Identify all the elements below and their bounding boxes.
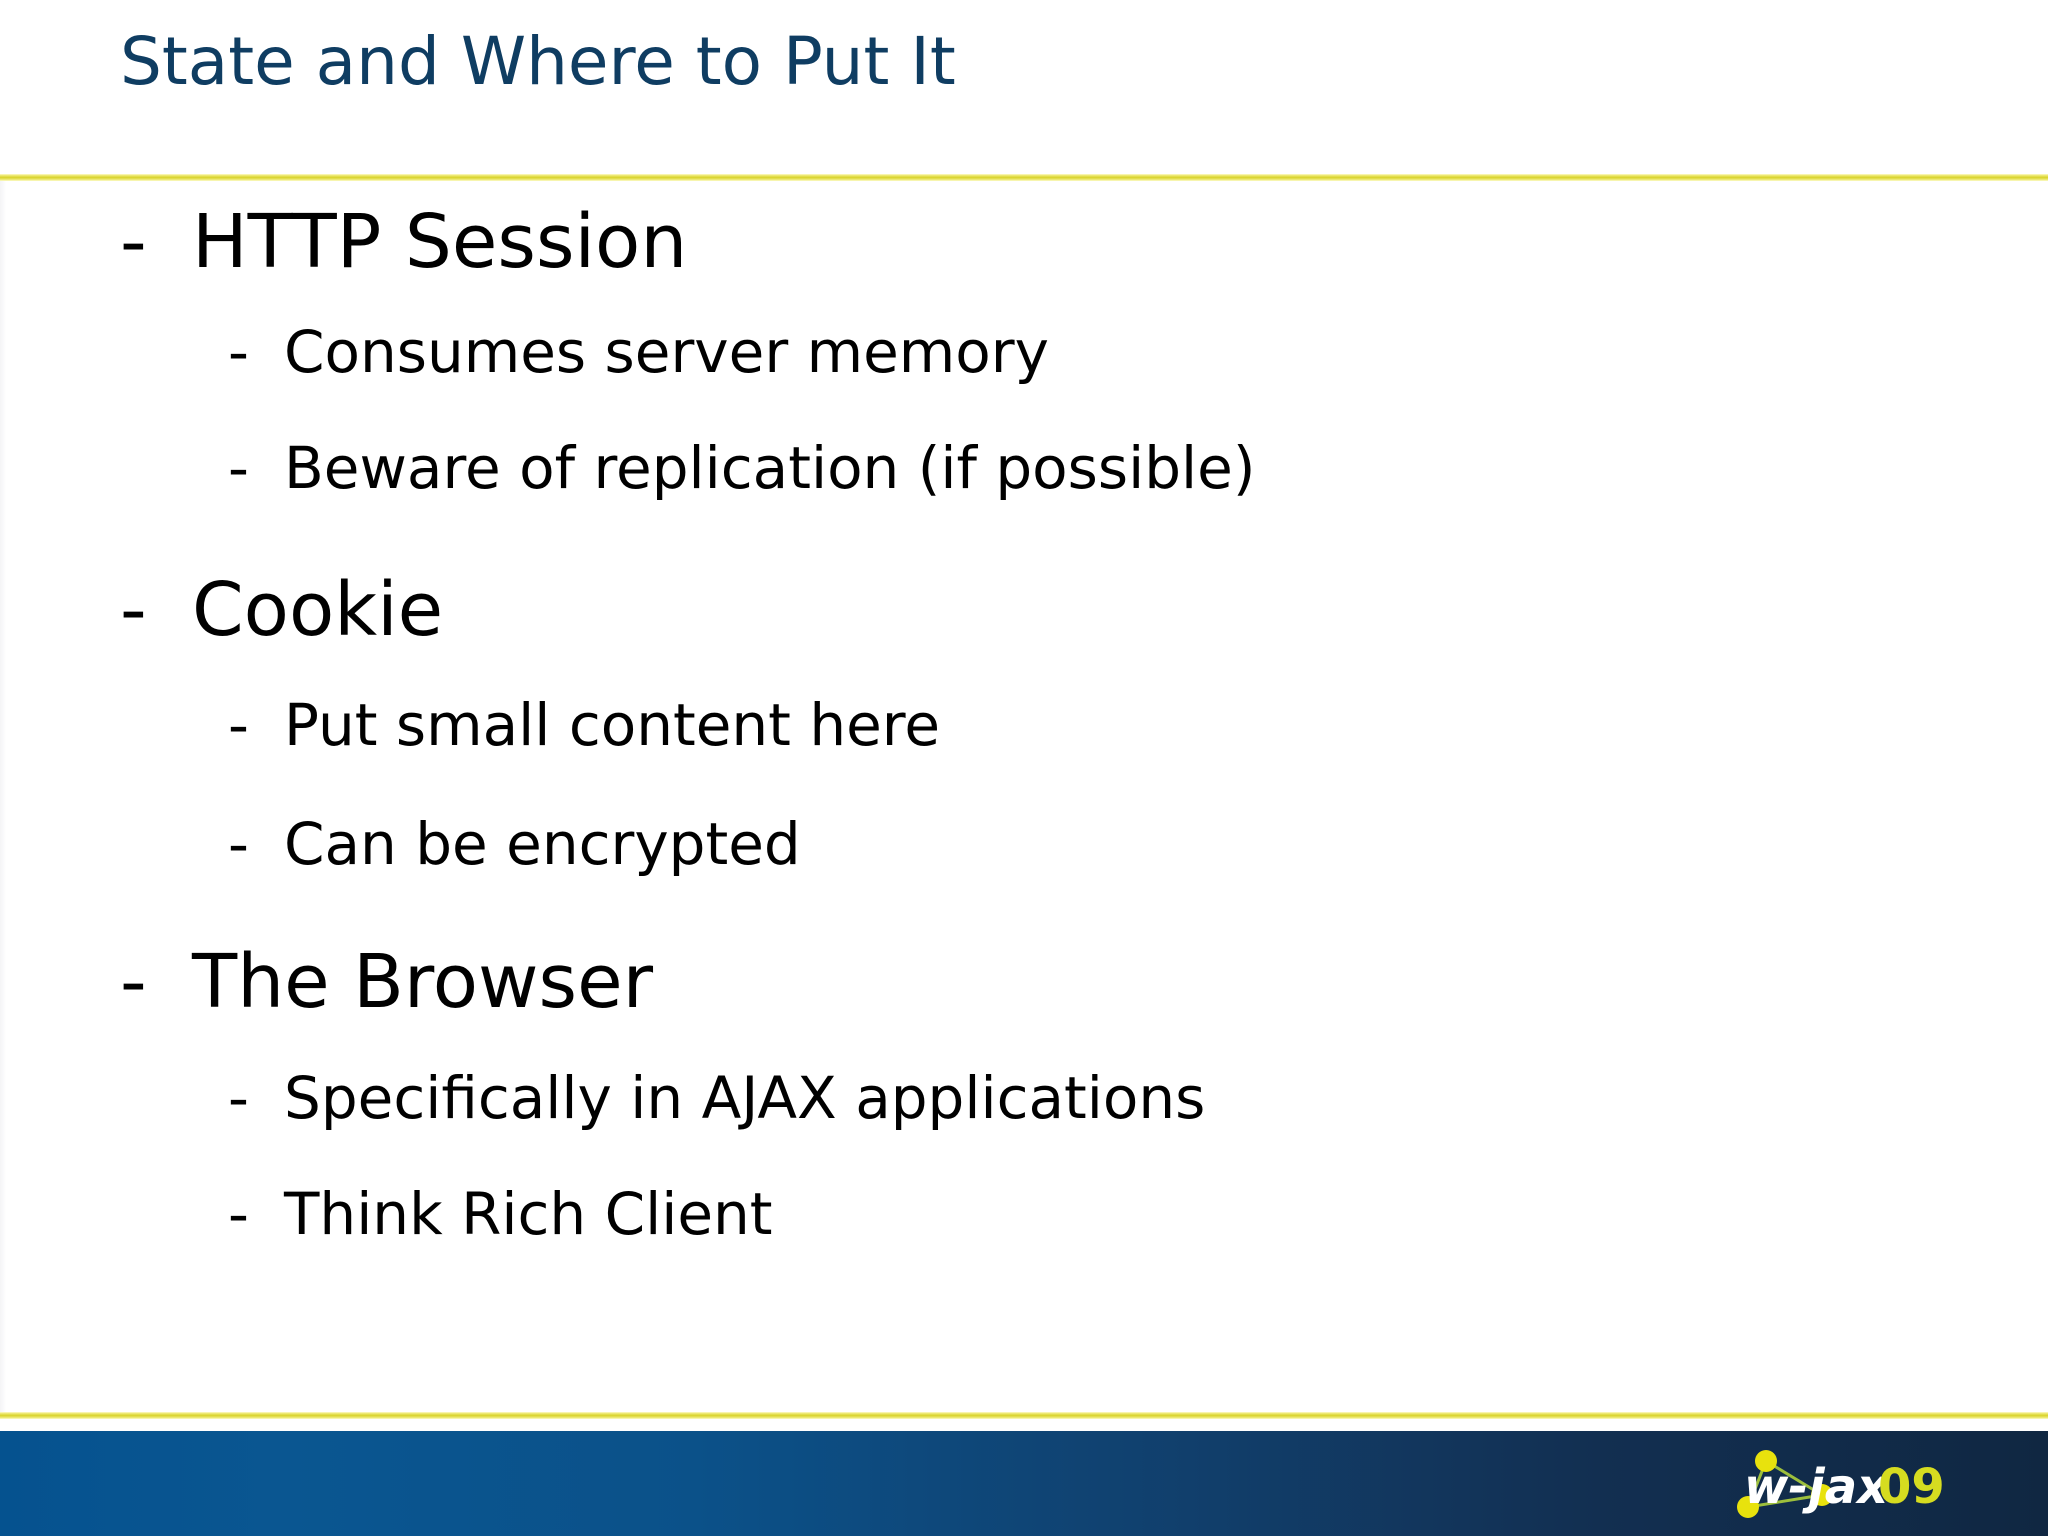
logo-year: 09 — [1878, 1459, 1945, 1515]
bullet-item: - Beware of replication (if possible) — [228, 434, 1255, 502]
bullet-item: - Consumes server memory — [228, 318, 1049, 386]
bullet-dash: - — [120, 199, 147, 285]
wjax-logo: w-jax 09 — [1726, 1437, 2026, 1531]
bullet-item: - Think Rich Client — [228, 1180, 773, 1248]
bullet-label: Put small content here — [284, 691, 941, 759]
divider-rule-bottom — [0, 1412, 2048, 1419]
bullet-item: - Can be encrypted — [228, 810, 801, 878]
bullet-item: - Put small content here — [228, 691, 940, 759]
bullet-dash: - — [228, 1180, 249, 1248]
bullet-item: - Specifically in AJAX applications — [228, 1064, 1205, 1132]
page-edge-shade — [0, 0, 6, 1412]
bullet-label: Specifically in AJAX applications — [284, 1064, 1206, 1132]
logo-node-icon — [1737, 1496, 1759, 1518]
footer-bar: w-jax 09 — [0, 1431, 2048, 1536]
bullet-label: Think Rich Client — [284, 1180, 773, 1248]
bullet-dash: - — [228, 434, 249, 502]
slide-body: - HTTP Session - Consumes server memory … — [0, 178, 2048, 1412]
bullet-dash: - — [228, 810, 249, 878]
title-area: State and Where to Put It — [0, 0, 2048, 178]
page-title: State and Where to Put It — [120, 23, 956, 100]
bullet-dash: - — [228, 691, 249, 759]
bullet-dash: - — [228, 1064, 249, 1132]
bullet-dash: - — [120, 567, 147, 653]
logo-wordmark: w-jax — [1744, 1459, 1890, 1515]
bullet-item: - The Browser — [120, 940, 653, 1024]
bullet-dash: - — [120, 939, 147, 1025]
bullet-label: HTTP Session — [192, 199, 688, 285]
bullet-item: - Cookie — [120, 568, 443, 652]
bullet-label: Beware of replication (if possible) — [284, 434, 1256, 502]
bullet-label: The Browser — [192, 939, 654, 1025]
bullet-item: - HTTP Session — [120, 200, 687, 284]
logo-node-icon — [1811, 1484, 1833, 1506]
bullet-dash: - — [228, 318, 249, 386]
bullet-label: Cookie — [192, 567, 444, 653]
bullet-label: Consumes server memory — [284, 318, 1049, 386]
divider-rule-top — [0, 174, 2048, 181]
bullet-label: Can be encrypted — [284, 810, 801, 878]
logo-node-icon — [1755, 1450, 1777, 1472]
